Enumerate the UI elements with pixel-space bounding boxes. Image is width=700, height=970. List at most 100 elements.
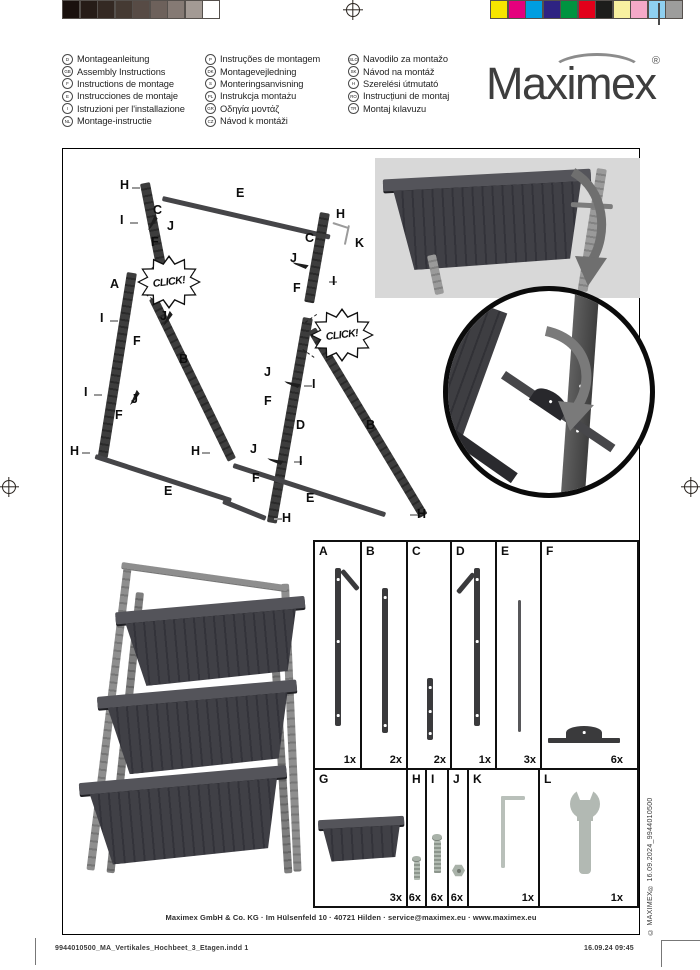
part-cell-f: F 6x xyxy=(542,542,627,768)
part-letter: I xyxy=(431,772,435,786)
part-cell-i: I 6x xyxy=(427,770,449,906)
language-code-icon: PL xyxy=(205,90,216,102)
diagram-part-label: F xyxy=(252,471,260,485)
part-e-shape xyxy=(518,600,521,732)
part-qty: 2x xyxy=(389,754,402,766)
planter-box-top xyxy=(115,595,307,688)
planter-body xyxy=(323,825,402,862)
diagram-part-label: J xyxy=(290,251,297,265)
diagram-part-label: I xyxy=(84,385,88,399)
top-crossbar xyxy=(121,562,288,593)
diagram-part-label: J xyxy=(131,392,138,406)
crop-line-icon xyxy=(658,3,660,25)
part-f-base xyxy=(548,738,620,743)
part-qty: 3x xyxy=(389,892,402,904)
diagram-part-label: C xyxy=(153,203,163,217)
diagram-part-label: K xyxy=(355,236,365,250)
part-qty: 1x xyxy=(343,754,356,766)
language-code-icon: P xyxy=(205,53,216,65)
language-label: Instruções de montagem xyxy=(220,54,321,65)
diagram-part-label: I xyxy=(312,377,316,391)
diagram-bar xyxy=(294,461,302,463)
part-qty: 1x xyxy=(478,754,491,766)
print-timestamp: 16.09.24 09:45 xyxy=(584,945,634,952)
language-label: Οδηγία μοντάζ xyxy=(220,103,280,114)
part-letter: B xyxy=(366,544,375,558)
curved-arrow-down-icon xyxy=(570,168,607,286)
part-letter: E xyxy=(501,544,510,558)
part-letter: A xyxy=(319,544,328,558)
part-d-stub xyxy=(455,572,476,595)
diagram-part-label: F xyxy=(264,394,272,408)
click-callout: CLICK! xyxy=(137,255,201,309)
part-f-hump xyxy=(566,726,602,739)
brand-logo: Maximex ® xyxy=(486,53,660,116)
grayscale-strip xyxy=(62,0,220,19)
diagram-part-label: D xyxy=(296,418,306,432)
language-code-icon: GB xyxy=(62,66,73,78)
crop-line-icon xyxy=(35,938,36,965)
diagram-bar xyxy=(94,394,102,396)
part-letter: G xyxy=(319,772,329,786)
language-label: Montaj kılavuzu xyxy=(363,103,427,114)
language-label: Návod na montáž xyxy=(363,66,435,77)
diagram-bar xyxy=(274,518,282,520)
diagram-bar xyxy=(410,514,418,516)
diagram-part-label: F xyxy=(133,334,141,348)
language-code-icon: RO xyxy=(348,90,359,102)
diagram-part-label: H xyxy=(120,178,130,192)
language-item: D Montageanleitung xyxy=(62,53,185,65)
diagram-part-label: H xyxy=(191,444,201,458)
diagram-bar xyxy=(304,212,330,304)
part-i-bolt-shaft xyxy=(433,841,441,873)
language-code-icon: D xyxy=(62,53,73,65)
diagram-bar xyxy=(332,222,349,229)
diagram-part-label: I xyxy=(299,454,303,468)
part-h-screw-head xyxy=(412,856,421,862)
diagram-part-label: E xyxy=(306,491,315,505)
part-qty: 3x xyxy=(523,754,536,766)
language-code-icon: E xyxy=(62,90,73,102)
diagram-part-label: I xyxy=(120,213,124,227)
part-cell-g: G 3x xyxy=(315,770,408,906)
diagram-bar xyxy=(132,187,140,189)
language-code-icon: SK xyxy=(348,66,359,78)
diagram-bar xyxy=(304,385,312,387)
part-h-screw-shaft xyxy=(413,862,420,880)
print-file-name: 9944010500_MA_Vertikales_Hochbeet_3_Etag… xyxy=(55,945,249,952)
company-address-line: Maximex GmbH & Co. KG · Im Hülsenfeld 10… xyxy=(165,913,537,922)
language-code-icon: TR xyxy=(348,103,359,115)
parts-table: A 1x B 2x C 2x xyxy=(313,540,639,908)
language-label: Montagevejledning xyxy=(220,66,297,77)
click-callout: CLICK! xyxy=(310,308,374,362)
assembled-product-illustration xyxy=(78,548,308,883)
part-letter: L xyxy=(544,772,552,786)
language-label: Szerelési útmutató xyxy=(363,78,439,89)
language-code-icon: GR xyxy=(205,103,216,115)
language-label: Montage-instructie xyxy=(77,116,152,127)
part-cell-e: E 3x xyxy=(497,542,542,768)
part-qty: 6x xyxy=(610,754,623,766)
diagram-part-label: J xyxy=(250,442,257,456)
part-qty: 6x xyxy=(430,892,443,904)
language-label: Navodilo za montažo xyxy=(363,54,448,65)
part-letter: D xyxy=(456,544,465,558)
language-code-icon: F xyxy=(62,78,73,90)
diagram-bar xyxy=(82,452,90,454)
part-cell-h: H 6x xyxy=(408,770,427,906)
part-d-shape xyxy=(474,568,480,726)
part-qty: 6x xyxy=(450,892,463,904)
language-label: Montageanleitung xyxy=(77,54,150,65)
diagram-part-label: J xyxy=(160,309,167,323)
part-b-shape xyxy=(382,588,388,733)
part-a-stub xyxy=(340,568,360,592)
